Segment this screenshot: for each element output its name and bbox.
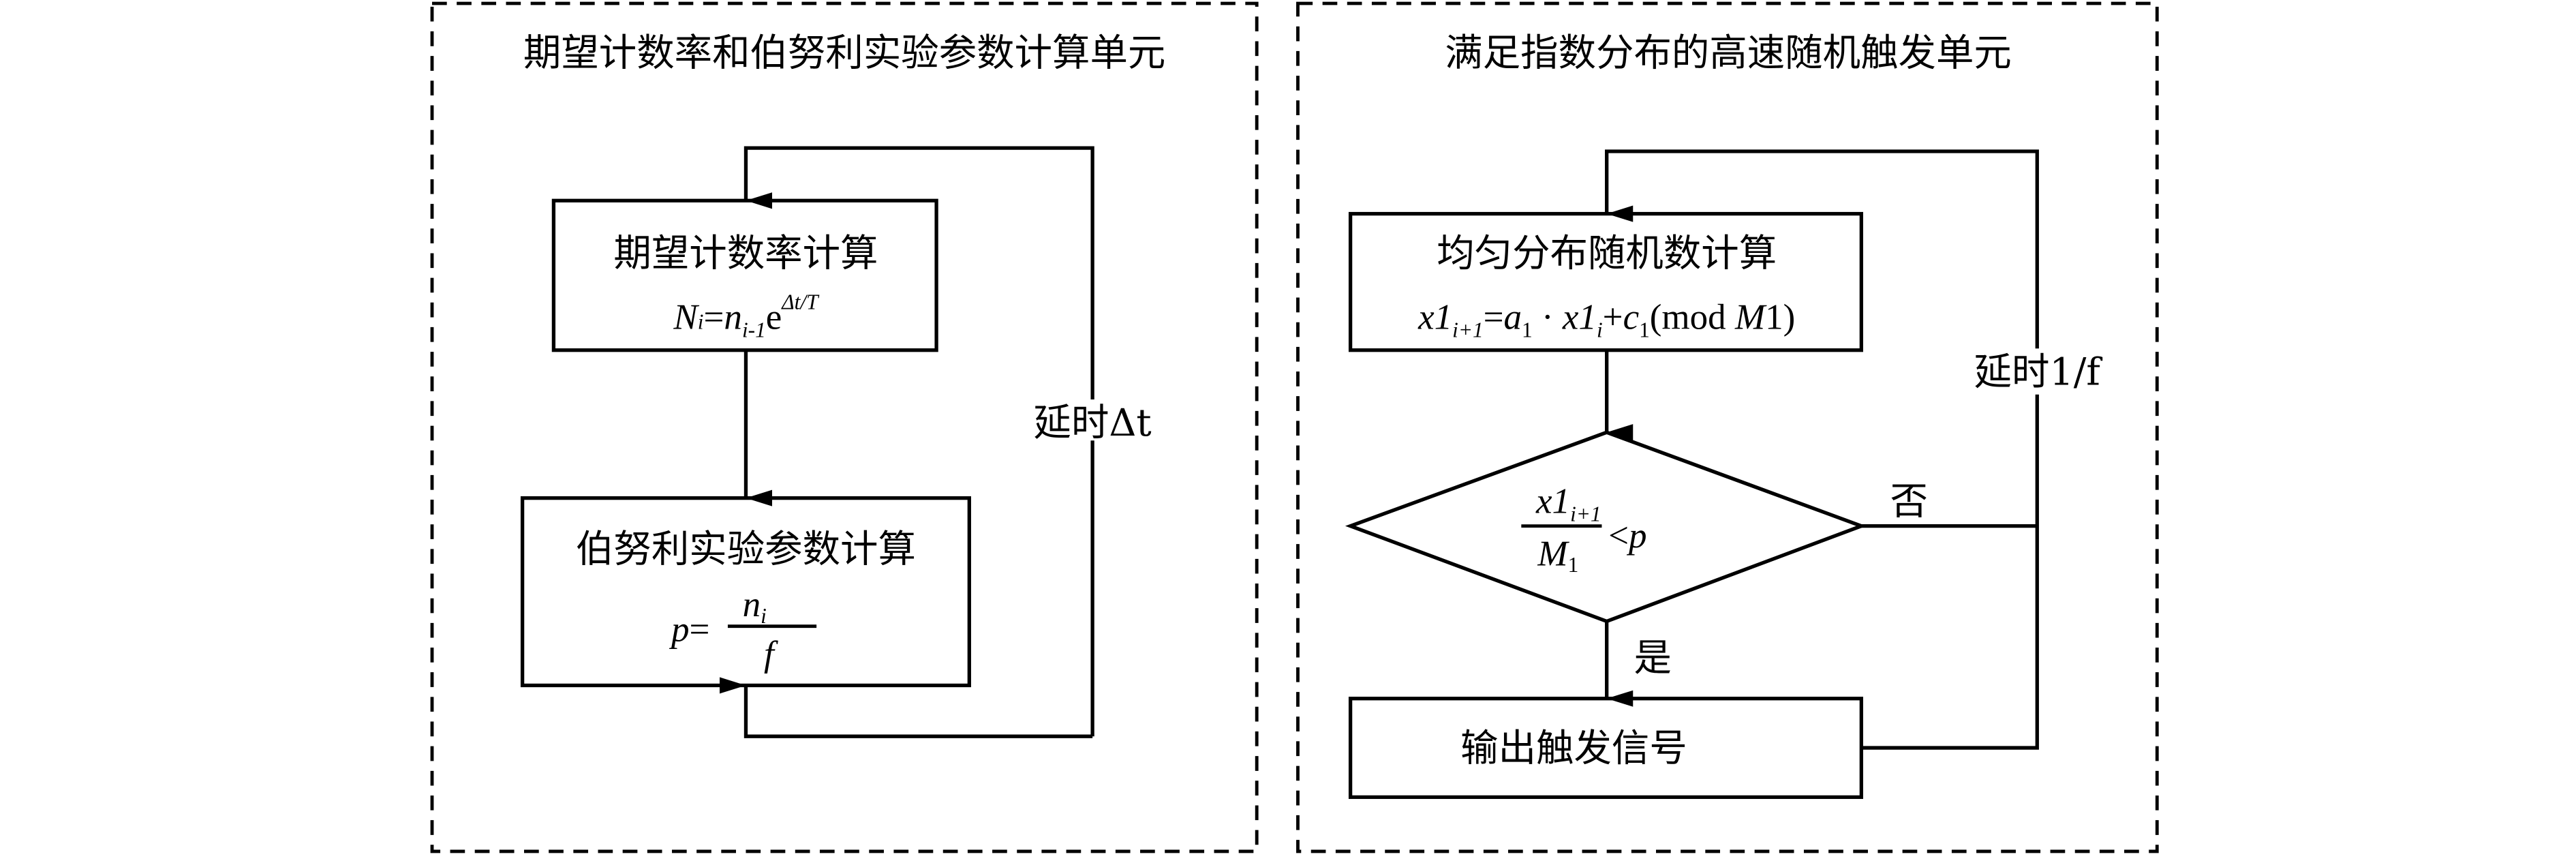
output-trigger-label: 输出触发信号: [1460, 727, 1687, 770]
output-trigger-box: [1348, 697, 1863, 800]
uniform-random-label: 均匀分布随机数计算: [1437, 232, 1777, 276]
no-label: 否: [1890, 481, 1928, 524]
formula-p: p=: [669, 609, 709, 649]
loop-line-right: [1861, 394, 2039, 750]
uniform-random-box: [1348, 211, 1863, 352]
right-unit-title: 满足指数分布的高速随机触发单元: [1445, 32, 2012, 76]
right-unit: 满足指数分布的高速随机触发单元 延时1/f 均匀分布随机数计算 x1i+1=a1…: [1296, 1, 2159, 853]
loop-arrow-to-box1: [1605, 149, 2039, 349]
yes-label: 是: [1634, 637, 1671, 680]
bernoulli-param-label: 伯努利实验参数计算: [576, 528, 916, 572]
left-unit: 期望计数率和伯努利实验参数计算单元 延时Δt 期望计数率计算 Ni=ni-1eΔ…: [430, 1, 1259, 853]
loop-arrow-to-box1: [743, 146, 1094, 399]
expected-count-rate-label: 期望计数率计算: [613, 232, 878, 276]
decision-denominator: M1: [1537, 534, 1578, 577]
right-unit-border: [1296, 1, 2159, 853]
lcg-formula: x1i+1=a1 · x1i+c1(mod M1): [1417, 297, 1795, 342]
expected-count-rate-formula: Ni=ni-1eΔt/T: [673, 290, 820, 342]
formula-numerator: ni: [743, 585, 767, 628]
formula-denominator: f: [764, 635, 778, 674]
delay-label: 延时1/f: [1974, 350, 2103, 394]
decision-compare: <p: [1608, 516, 1646, 556]
left-unit-border: [430, 1, 1259, 853]
delay-label: 延时Δt: [1034, 402, 1152, 445]
expected-count-rate-box: [551, 198, 938, 352]
left-unit-title: 期望计数率和伯努利实验参数计算单元: [523, 32, 1165, 76]
decision-diamond: [1345, 430, 1867, 624]
loop-arrow-to-box2: [719, 677, 1093, 738]
decision-numerator: x1i+1: [1535, 481, 1601, 526]
